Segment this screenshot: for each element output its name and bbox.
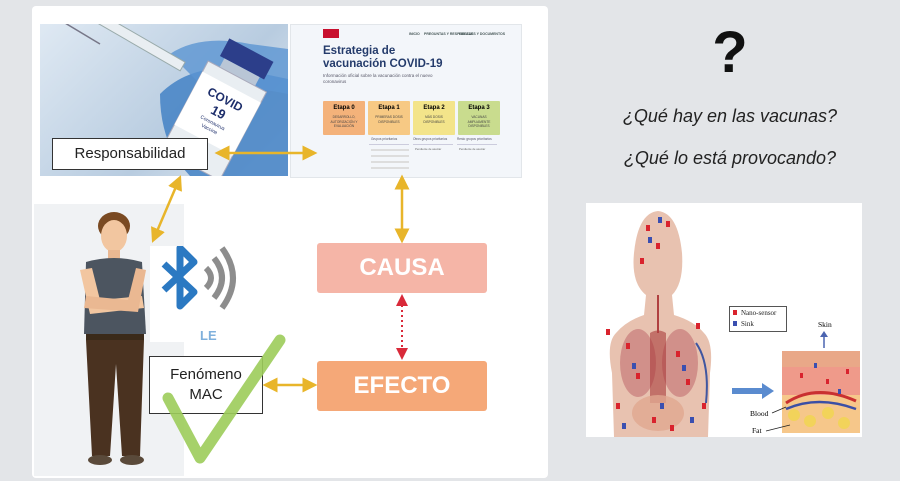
priority-list xyxy=(371,147,409,173)
bluetooth-le-text: LE xyxy=(200,328,217,342)
nav-item-enlaces[interactable]: ENLACES Y DOCUMENTOS xyxy=(459,32,506,36)
pending-text: Pendiente de asociar xyxy=(415,147,442,151)
webpage-title-line1: Estrategia de xyxy=(323,45,396,57)
legend-swatch xyxy=(733,310,737,315)
phenomenon-line1: Fenómeno xyxy=(170,366,242,383)
group-label: Grupos prioritarios xyxy=(371,137,398,141)
legend-item-sink: Sink xyxy=(730,318,786,329)
stage-desc: VACUNAS AMPLIAMENTE DISPONIBLES xyxy=(467,115,491,128)
divider xyxy=(369,144,409,145)
group-label: Otros grupos prioritarios xyxy=(413,137,448,141)
legend-item-nanosensor: Nano-sensor xyxy=(730,307,786,318)
stage-name: Etapa 2 xyxy=(423,105,445,111)
vial-text-19: 19 xyxy=(208,102,228,122)
bluetooth-le-logo: LE xyxy=(150,244,250,343)
arrow-responsibility-person xyxy=(151,175,182,243)
stage-3-card[interactable]: Etapa 3 VACUNAS AMPLIAMENTE DISPONIBLES xyxy=(458,101,500,135)
stage-name: Etapa 0 xyxy=(333,105,355,111)
skin-label: Skin xyxy=(818,320,832,329)
webpage-title: Estrategia de vacunación COVID-19 xyxy=(323,45,443,71)
nav-item-preguntas[interactable]: PREGUNTAS Y RESPUESTAS xyxy=(424,32,474,36)
group-label: Resto grupos prioritarios xyxy=(457,137,492,141)
question-cause: ¿Qué lo está provocando? xyxy=(623,148,837,168)
divider xyxy=(457,144,497,145)
stage-0-card[interactable]: Etapa 0 DESARROLLO, AUTORIZACIÓN Y EVALU… xyxy=(323,101,365,135)
stage-desc: PRIMERAS DOSIS DISPONIBLES xyxy=(375,115,403,124)
government-logo xyxy=(323,29,339,38)
cause-box: CAUSA xyxy=(317,243,487,293)
question-vaccines: ¿Qué hay en las vacunas? xyxy=(622,106,838,126)
stage-desc: DESARROLLO, AUTORIZACIÓN Y EVALUACIÓN xyxy=(330,115,358,128)
body-diagram-legend: Nano-sensor Sink xyxy=(729,306,787,332)
question-mark: ? xyxy=(712,20,748,85)
checkmark-icon xyxy=(162,334,286,464)
man-figure xyxy=(80,212,146,465)
webpage-subtitle: Información oficial sobre la vacunación … xyxy=(323,73,433,84)
webpage-title-line2: vacunación COVID-19 xyxy=(323,58,443,70)
blood-label: Blood xyxy=(750,409,769,418)
stage-1-card[interactable]: Etapa 1 PRIMERAS DOSIS DISPONIBLES xyxy=(368,101,410,135)
legend-swatch xyxy=(733,321,737,326)
stage-name: Etapa 3 xyxy=(468,105,490,111)
effect-box: EFECTO xyxy=(317,361,487,411)
legend-label: Nano-sensor xyxy=(741,308,777,317)
stage-2-card[interactable]: Etapa 2 MÁS DOSIS DISPONIBLES xyxy=(413,101,455,135)
body-illustration: Skin Blood Fat xyxy=(606,211,860,437)
stage-name: Etapa 1 xyxy=(378,105,400,111)
nanosensor-body-diagram: Skin Blood Fat xyxy=(586,203,862,437)
stage-desc: MÁS DOSIS DISPONIBLES xyxy=(423,115,445,124)
phenomenon-line2: MAC xyxy=(189,386,223,403)
vaccine-photo: COVID 19 Coronavirus Vaccine xyxy=(40,24,288,176)
nav-item-inicio[interactable]: INICIO xyxy=(409,32,420,36)
vaccination-strategy-webpage: INICIO PREGUNTAS Y RESPUESTAS ENLACES Y … xyxy=(290,24,522,178)
legend-label: Sink xyxy=(741,319,754,328)
fat-label: Fat xyxy=(752,426,763,435)
pending-text: Pendiente de asociar xyxy=(459,147,486,151)
divider xyxy=(413,144,453,145)
vaccine-illustration: COVID 19 Coronavirus Vaccine xyxy=(65,24,288,176)
bluetooth-icon: LE xyxy=(161,244,236,343)
responsibility-label: Responsabilidad xyxy=(52,138,208,170)
